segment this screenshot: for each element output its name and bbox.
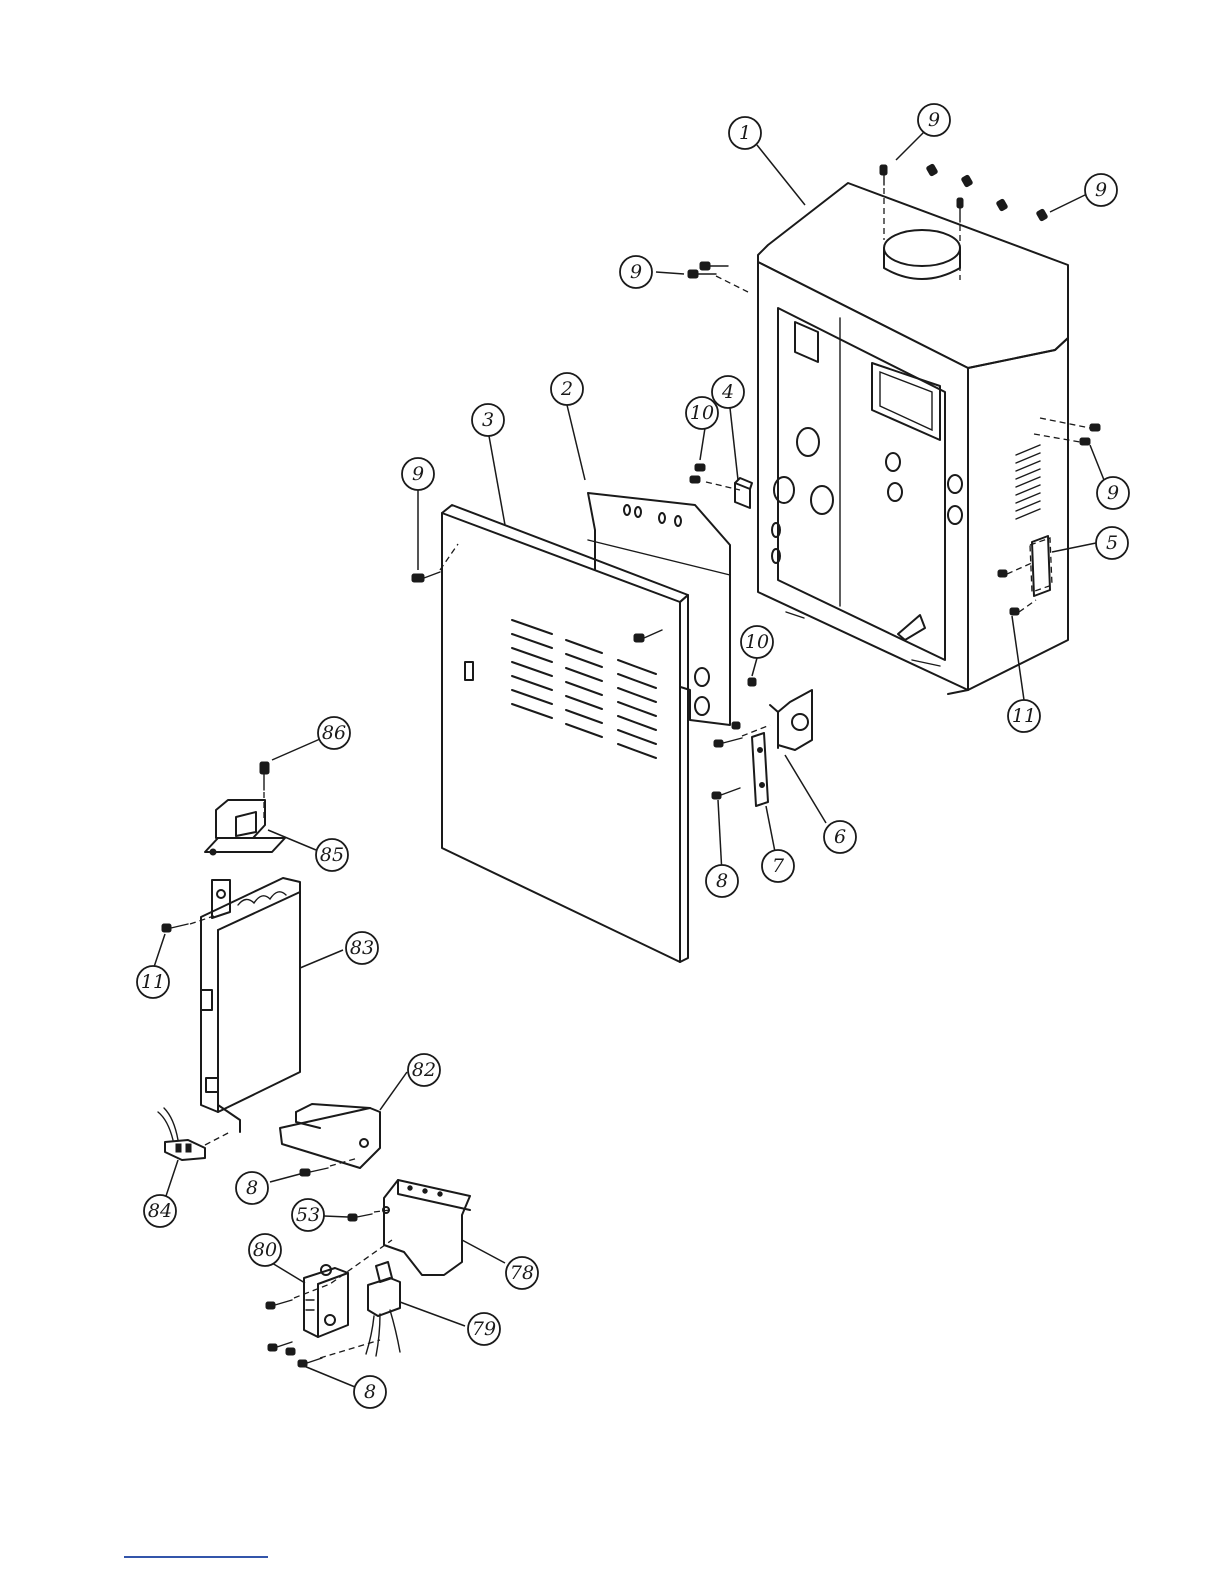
svg-text:86: 86 — [322, 722, 346, 744]
footer-link-underline — [124, 1556, 268, 1558]
callout-4: 4 — [712, 376, 744, 408]
callout-78: 78 — [506, 1257, 538, 1289]
svg-text:85: 85 — [320, 844, 344, 866]
svg-text:11: 11 — [141, 971, 165, 993]
control-module-part-83 — [201, 878, 300, 1132]
callout-86: 86 — [318, 717, 350, 749]
sensor-part-79 — [366, 1262, 400, 1356]
callout-9: 9 — [1097, 477, 1129, 509]
callout-8: 8 — [236, 1172, 268, 1204]
svg-text:8: 8 — [246, 1177, 258, 1199]
svg-text:8: 8 — [364, 1381, 376, 1403]
bracket-part-4 — [735, 478, 752, 508]
callout-11: 11 — [1008, 700, 1040, 732]
callout-1: 1 — [729, 117, 761, 149]
callout-3: 3 — [472, 404, 504, 436]
svg-text:9: 9 — [630, 261, 642, 283]
svg-text:4: 4 — [721, 381, 734, 403]
svg-text:83: 83 — [350, 937, 374, 959]
callout-82: 82 — [408, 1054, 440, 1086]
svg-text:53: 53 — [296, 1204, 320, 1226]
svg-text:9: 9 — [1095, 179, 1107, 201]
svg-text:78: 78 — [510, 1262, 534, 1284]
svg-text:10: 10 — [745, 631, 769, 653]
svg-text:3: 3 — [482, 409, 494, 431]
svg-text:80: 80 — [253, 1239, 277, 1261]
svg-text:9: 9 — [928, 109, 940, 131]
callout-10: 10 — [741, 626, 773, 658]
transformer-part-85 — [205, 800, 285, 855]
callout-9: 9 — [402, 458, 434, 490]
svg-text:79: 79 — [472, 1318, 496, 1340]
callout-6: 6 — [824, 821, 856, 853]
svg-text:11: 11 — [1012, 705, 1036, 727]
svg-text:9: 9 — [412, 463, 424, 485]
callout-83: 83 — [346, 932, 378, 964]
callout-85: 85 — [316, 839, 348, 871]
strap-part-7 — [752, 733, 768, 806]
cabinet-part-1 — [758, 183, 1068, 694]
callout-9: 9 — [1085, 174, 1117, 206]
callout-10: 10 — [686, 397, 718, 429]
callout-7: 7 — [762, 850, 794, 882]
callout-9: 9 — [620, 256, 652, 288]
mounting-plate-part-78 — [383, 1180, 470, 1275]
svg-text:7: 7 — [772, 855, 785, 877]
svg-text:6: 6 — [834, 826, 846, 848]
callout-9: 9 — [918, 104, 950, 136]
callout-53: 53 — [292, 1199, 324, 1231]
svg-text:10: 10 — [690, 402, 714, 424]
connector-part-84 — [158, 1108, 205, 1160]
callout-2: 2 — [551, 373, 583, 405]
callout-8: 8 — [354, 1376, 386, 1408]
svg-text:5: 5 — [1106, 532, 1118, 554]
svg-text:84: 84 — [148, 1200, 172, 1222]
callout-5: 5 — [1096, 527, 1128, 559]
callout-79: 79 — [468, 1313, 500, 1345]
callout-8: 8 — [706, 865, 738, 897]
svg-text:2: 2 — [560, 378, 573, 400]
svg-text:1: 1 — [739, 122, 751, 144]
svg-text:9: 9 — [1107, 482, 1119, 504]
callout-84: 84 — [144, 1195, 176, 1227]
switch-bracket-part-6 — [770, 690, 812, 750]
svg-text:82: 82 — [412, 1059, 436, 1081]
callout-11: 11 — [137, 966, 169, 998]
svg-text:8: 8 — [716, 870, 728, 892]
callout-80: 80 — [249, 1234, 281, 1266]
bracket-part-82 — [280, 1104, 380, 1168]
